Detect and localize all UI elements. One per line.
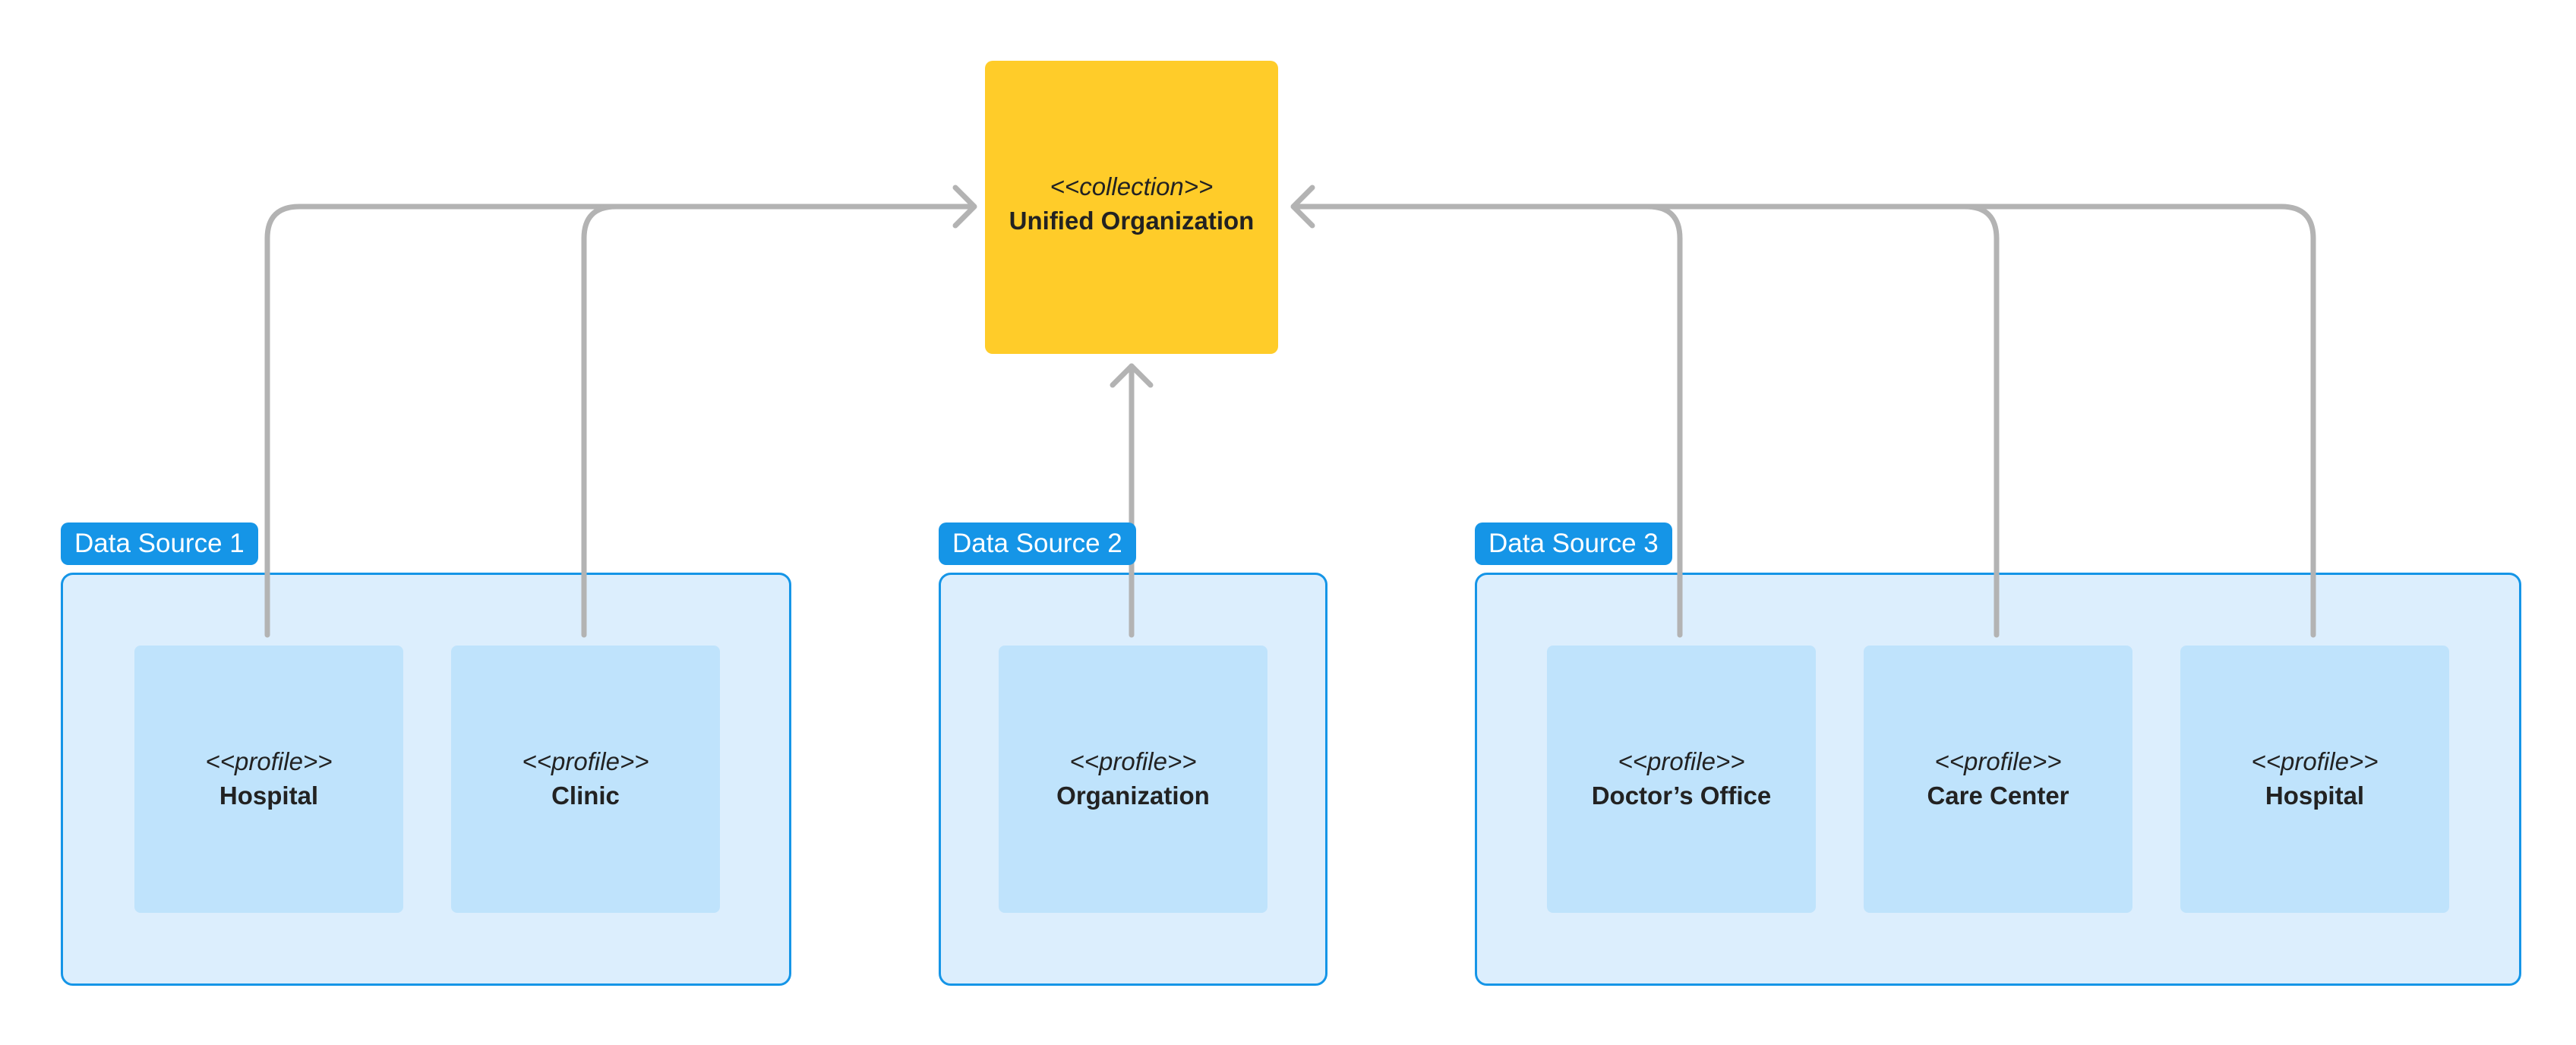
connector-hospital-ds3-to-hub — [1293, 204, 2316, 638]
profile-stereotype: <<profile>> — [2251, 747, 2379, 775]
data-source-3-label: Data Source 3 — [1475, 522, 1672, 565]
profile-care-center-ds3[interactable]: <<profile>> Care Center — [1864, 646, 2132, 913]
profile-name: Clinic — [551, 781, 620, 810]
hub-stereotype: <<collection>> — [1050, 172, 1214, 200]
connector-doctors-office-ds3-to-hub — [1293, 204, 1683, 638]
unified-organization-collection[interactable]: <<collection>> Unified Organization — [985, 61, 1278, 354]
connector-clinic-ds1-to-hub — [581, 204, 975, 638]
profile-name: Doctor’s Office — [1591, 781, 1772, 810]
data-source-2-label: Data Source 2 — [939, 522, 1136, 565]
arrowhead-right-icon — [1290, 185, 1315, 229]
data-source-1-label: Data Source 1 — [61, 522, 258, 565]
profile-hospital-ds3[interactable]: <<profile>> Hospital — [2180, 646, 2449, 913]
profile-stereotype: <<profile>> — [522, 747, 649, 775]
arrowhead-left-icon — [952, 185, 977, 229]
connector-care-center-ds3-to-hub — [1293, 204, 2000, 638]
profile-name: Organization — [1056, 781, 1210, 810]
profile-stereotype: <<profile>> — [205, 747, 333, 775]
arrowhead-up-icon — [1110, 363, 1154, 388]
hub-name: Unified Organization — [1009, 207, 1255, 235]
profile-doctors-office-ds3[interactable]: <<profile>> Doctor’s Office — [1547, 646, 1816, 913]
profile-hospital-ds1[interactable]: <<profile>> Hospital — [134, 646, 403, 913]
profile-name: Hospital — [219, 781, 319, 810]
profile-stereotype: <<profile>> — [1934, 747, 2062, 775]
connector-hospital-ds1-to-hub — [264, 204, 975, 638]
profile-organization-ds2[interactable]: <<profile>> Organization — [999, 646, 1267, 913]
profile-stereotype: <<profile>> — [1069, 747, 1197, 775]
profile-clinic-ds1[interactable]: <<profile>> Clinic — [451, 646, 720, 913]
profile-stereotype: <<profile>> — [1618, 747, 1745, 775]
profile-name: Hospital — [2265, 781, 2365, 810]
profile-name: Care Center — [1927, 781, 2069, 810]
